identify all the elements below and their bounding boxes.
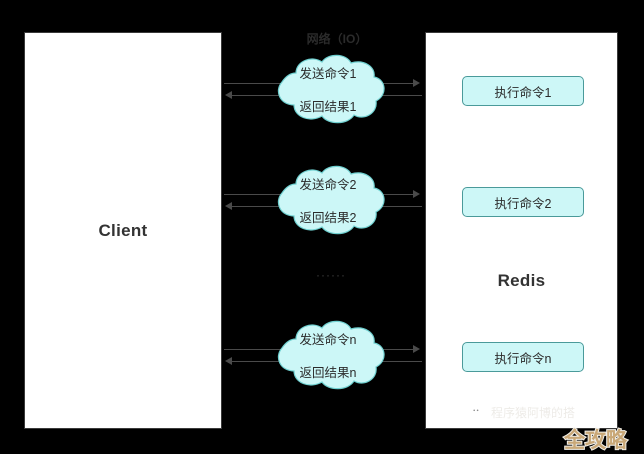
- network-cloud-n: 发送命令n 返回结果n: [266, 319, 390, 391]
- client-panel: Client: [24, 32, 222, 429]
- send-arrow-head-2: [413, 190, 420, 198]
- return-arrow-head-1: [225, 91, 232, 99]
- redis-panel: Redis 执行命令1 执行命令2 执行命令n: [425, 32, 618, 429]
- return-result-label-2: 返回结果2: [299, 211, 357, 225]
- return-arrow-head-2: [225, 202, 232, 210]
- network-cloud-2: 发送命令2 返回结果2: [266, 164, 390, 236]
- network-cloud-1: 发送命令1 返回结果1: [266, 53, 390, 125]
- redis-label: Redis: [497, 271, 546, 290]
- watermark-account-name: 程序猿阿博的搭: [491, 406, 576, 420]
- send-arrow-head-n: [413, 345, 420, 353]
- return-result-label-1: 返回结果1: [299, 100, 357, 114]
- watermark: 程序猿阿博的搭: [470, 404, 575, 421]
- return-result-label-n: 返回结果n: [299, 366, 357, 380]
- execute-command-chip-n: 执行命令n: [462, 342, 584, 372]
- wechat-icon: [470, 406, 486, 420]
- network-io-title: 网络（IO）: [306, 32, 368, 46]
- client-label: Client: [98, 221, 148, 240]
- execute-command-chip-2: 执行命令2: [462, 187, 584, 217]
- send-command-label-n: 发送命令n: [299, 333, 357, 347]
- send-arrow-head-1: [413, 79, 420, 87]
- send-command-label-1: 发送命令1: [299, 67, 357, 81]
- ellipsis-label: ······: [316, 268, 346, 282]
- execute-command-chip-1: 执行命令1: [462, 76, 584, 106]
- send-command-label-2: 发送命令2: [299, 178, 357, 192]
- brand-logo: 全攻略: [563, 428, 628, 453]
- return-arrow-head-n: [225, 357, 232, 365]
